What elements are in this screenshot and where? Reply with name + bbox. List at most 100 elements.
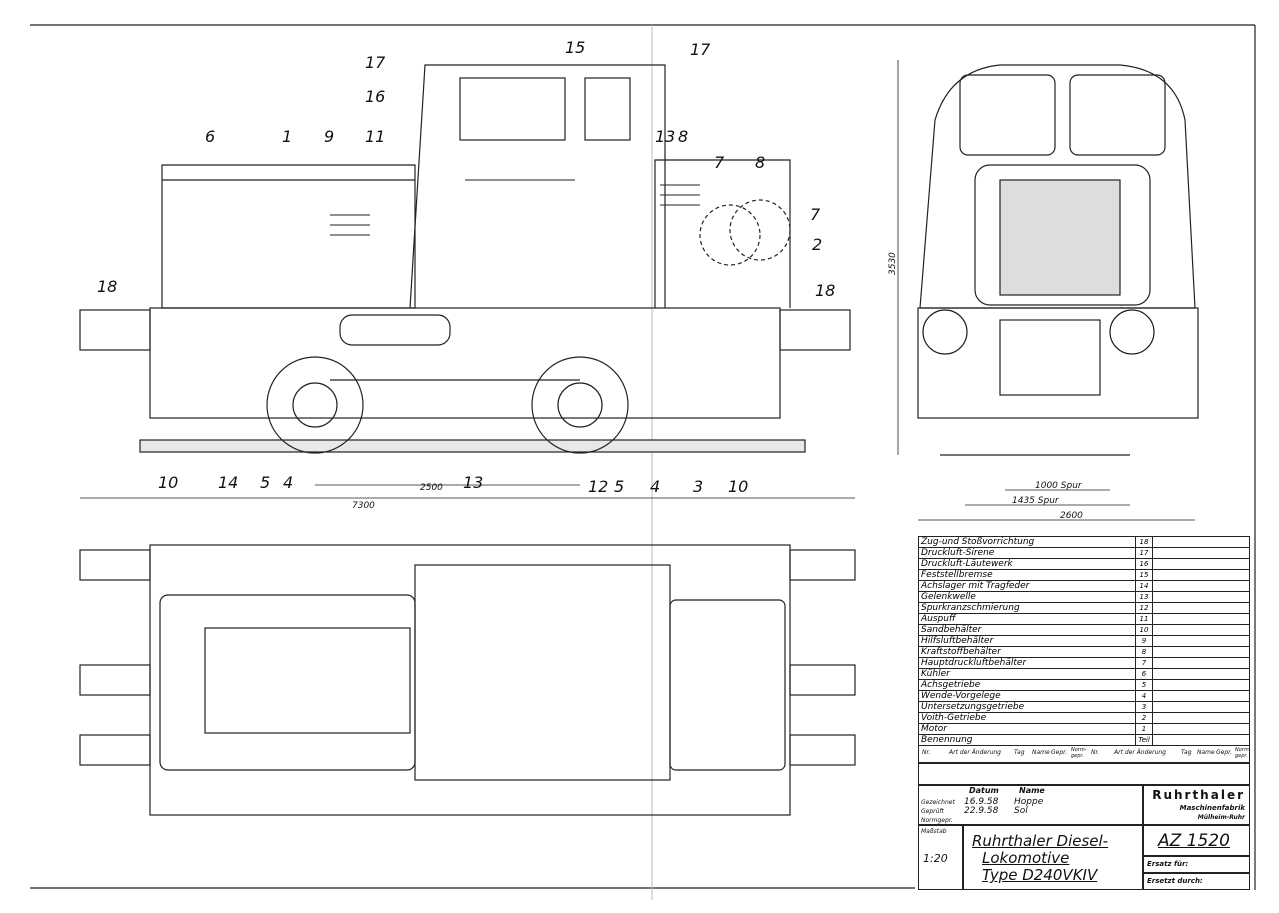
part-blank-cell (1152, 734, 1250, 746)
callout-7-top: 7 (714, 153, 725, 172)
callout-17-right: 17 (690, 40, 711, 59)
front-buffer-right (1109, 309, 1155, 355)
massstab-label: Maßstab (921, 828, 947, 835)
callout-13-bottom: 13 (463, 473, 483, 492)
main-frame (149, 307, 781, 419)
front-buffer (79, 309, 151, 351)
company-sub2: Mülheim-Ruhr (1197, 814, 1245, 821)
scale-value: 1:20 (923, 852, 948, 865)
part-label: Spurkranzschmierung (918, 602, 1136, 614)
plan-hood-hatch (204, 627, 411, 734)
callout-9: 9 (324, 127, 334, 146)
front-wheel (266, 356, 364, 454)
part-label: Untersetzungsgetriebe (918, 701, 1136, 713)
part-label: Auspuff (918, 613, 1136, 625)
rear-wheel (531, 356, 629, 454)
callout-5-left: 5 (260, 473, 270, 492)
plan-long-hood (159, 594, 416, 771)
callout-7-right: 7 (810, 205, 821, 224)
gezeichnet-label: Gezeichnet (921, 799, 955, 806)
plan-view (79, 544, 856, 816)
change-name-2: Name (1197, 749, 1215, 756)
change-gepr-2: Gepr. (1216, 749, 1232, 756)
name-label: Name (1019, 786, 1045, 795)
part-number: 2 (1135, 712, 1153, 724)
change-normgepr-2: Norm-gepr. (1235, 747, 1251, 759)
normgeprueft-label: Normgepr. (921, 817, 953, 824)
gezeichnet-signature: Hoppe (1014, 797, 1044, 807)
callout-18-left: 18 (97, 277, 117, 296)
front-frame (917, 307, 1199, 419)
coupler-assembly (999, 319, 1101, 396)
ersatz-fuer-block: Ersatz für: (1143, 856, 1250, 873)
callout-8-right: 8 (755, 153, 765, 172)
long-hood (161, 164, 416, 309)
company-sub1: Maschinenfabrik (1179, 804, 1245, 812)
callout-5-right: 5 (614, 477, 624, 496)
callout-8-left: 8 (678, 127, 688, 146)
front-window-right (1069, 74, 1166, 156)
geprueft-signature: Sol (1014, 806, 1028, 816)
callout-17-left: 17 (365, 53, 386, 72)
title-block: Ruhrthaler Diesel- Lokomotive Type D240V… (963, 825, 1143, 890)
callout-10-right: 10 (728, 477, 748, 496)
ersetzt-durch-block: Ersetzt durch: (1143, 873, 1250, 890)
change-name-1: Name (1032, 749, 1050, 756)
front-window-left (959, 74, 1056, 156)
callout-1: 1 (282, 127, 292, 146)
part-label: Voith-Getriebe (918, 712, 1136, 724)
change-tag-2: Tag (1181, 749, 1192, 756)
part-label: Sandbehälter (918, 624, 1136, 636)
callout-14: 14 (218, 473, 238, 492)
part-blank-cell (1152, 646, 1250, 658)
part-number: 6 (1135, 668, 1153, 680)
part-blank-cell (1152, 580, 1250, 592)
title-line2: Lokomotive (982, 849, 1070, 867)
dimension-labels: 2500 7300 3530 1000 Spur 1435 Spur 2600 (352, 252, 1083, 521)
part-number: 1 (1135, 723, 1153, 735)
part-blank-cell (1152, 668, 1250, 680)
part-number: 17 (1135, 547, 1153, 559)
part-number: 9 (1135, 635, 1153, 647)
change-nr-1: Nr. (922, 749, 931, 756)
dim-gauge-standard: 1435 Spur (1012, 496, 1060, 506)
rail (139, 439, 806, 453)
drawing-number: AZ 1520 (1158, 831, 1230, 851)
callout-11: 11 (365, 127, 385, 146)
part-blank-cell (1152, 591, 1250, 603)
company-block: Ruhrthaler Maschinenfabrik Mülheim-Ruhr (1143, 785, 1250, 825)
change-gepr-1: Gepr. (1051, 749, 1067, 756)
dim-width: 2600 (1060, 511, 1083, 521)
part-label: Achsgetriebe (918, 679, 1136, 691)
callout-4-left: 4 (283, 473, 293, 492)
callout-labels: 15 17 17 16 6 1 9 11 13 8 7 8 7 2 18 18 … (97, 38, 835, 496)
callout-10-left: 10 (158, 473, 178, 492)
callout-13-top: 13 (655, 127, 675, 146)
company-name: Ruhrthaler (1152, 788, 1245, 802)
part-blank-cell (1152, 569, 1250, 581)
part-number: 8 (1135, 646, 1153, 658)
plan-frame (149, 544, 791, 816)
fuel-tank-circle (699, 204, 761, 266)
part-number: Teil (1135, 734, 1153, 746)
part-number: 7 (1135, 657, 1153, 669)
part-label: Hilfsluftbehälter (918, 635, 1136, 647)
side-elevation (79, 64, 855, 499)
part-number: 14 (1135, 580, 1153, 592)
plan-cab-roof (414, 564, 671, 781)
change-record-header: Nr. Art der Änderung Tag Name Gepr. Norm… (918, 745, 1251, 763)
